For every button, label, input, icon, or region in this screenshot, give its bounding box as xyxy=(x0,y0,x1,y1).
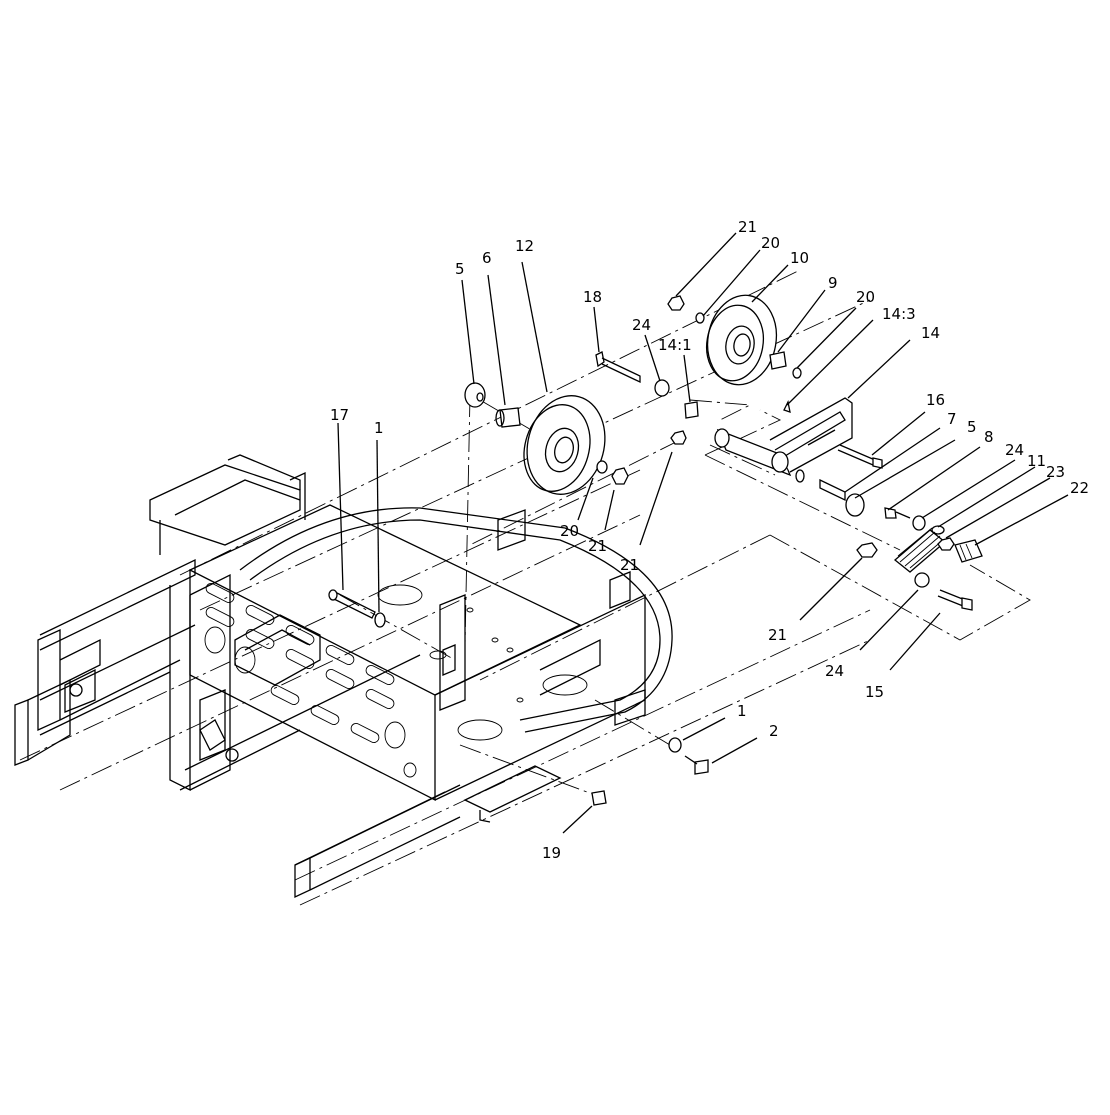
bushing-7 xyxy=(795,469,846,502)
washer-24-top xyxy=(654,379,670,397)
callout-21: 21 xyxy=(588,537,607,555)
callout-20: 20 xyxy=(560,522,579,540)
callout-11: 11 xyxy=(1027,452,1046,470)
idler-arm-14 xyxy=(714,397,853,477)
callout-6: 6 xyxy=(482,249,492,267)
bolt-15 xyxy=(937,589,973,611)
bushing-6 xyxy=(495,407,521,428)
bolt-16 xyxy=(837,444,883,469)
callout-1: 1 xyxy=(737,702,747,720)
callout-24: 24 xyxy=(825,662,844,680)
callout-5: 5 xyxy=(455,260,465,278)
callout-12: 12 xyxy=(515,237,534,255)
callout-21: 21 xyxy=(768,626,787,644)
callout-1: 1 xyxy=(374,419,384,437)
bolt-8 xyxy=(884,507,911,519)
bolt-17 xyxy=(328,589,386,628)
callout-20: 20 xyxy=(856,288,875,306)
bushing-9 xyxy=(769,351,787,370)
washer-20-top xyxy=(695,312,802,379)
callout-15: 15 xyxy=(865,683,884,701)
nut-washer-20-21-left xyxy=(596,460,629,485)
callout-14-3: 14:3 xyxy=(882,305,916,323)
bolt-2 xyxy=(684,755,709,775)
callout-17: 17 xyxy=(330,406,349,424)
callout-21: 21 xyxy=(738,218,757,236)
nut-21-top xyxy=(667,295,685,311)
callout-8: 8 xyxy=(984,428,994,446)
spacer-5-left xyxy=(464,382,486,408)
callout-20: 20 xyxy=(761,234,780,252)
callout-23: 23 xyxy=(1046,463,1065,481)
callout-19: 19 xyxy=(542,844,561,862)
nut-23 xyxy=(937,537,955,551)
spacer-22 xyxy=(954,539,983,563)
callout-9: 9 xyxy=(828,274,838,292)
spring-11 xyxy=(893,525,947,573)
spacer-5-right xyxy=(845,493,865,517)
callout-21: 21 xyxy=(620,556,639,574)
callout-labels: 21 20 10 9 20 14:3 14 18 24 14:1 5 6 12 … xyxy=(330,218,1089,862)
callout-14: 14 xyxy=(921,324,940,342)
callout-24: 24 xyxy=(1005,441,1024,459)
callout-22: 22 xyxy=(1070,479,1089,497)
nut-21-right xyxy=(856,542,878,558)
washer-24-right xyxy=(912,515,926,531)
pulley-12 xyxy=(523,395,606,495)
chassis-frame xyxy=(14,454,673,899)
callout-5: 5 xyxy=(967,418,977,436)
callout-16: 16 xyxy=(926,391,945,409)
washer-1-low xyxy=(668,737,682,753)
callout-10: 10 xyxy=(790,249,809,267)
callout-7: 7 xyxy=(947,410,957,428)
pulley-10 xyxy=(705,294,778,386)
callout-24: 24 xyxy=(632,316,651,334)
phantom-lines xyxy=(19,269,1031,906)
callout-18: 18 xyxy=(583,288,602,306)
nut-21-mid xyxy=(670,430,687,445)
callout-2: 2 xyxy=(769,722,779,740)
bolt-18 xyxy=(595,351,641,384)
washer-24-low xyxy=(914,572,930,588)
leader-lines xyxy=(337,232,1069,834)
bushing-14-1 xyxy=(684,401,699,419)
callout-14-1: 14:1 xyxy=(658,336,692,354)
nut-19 xyxy=(591,790,607,806)
